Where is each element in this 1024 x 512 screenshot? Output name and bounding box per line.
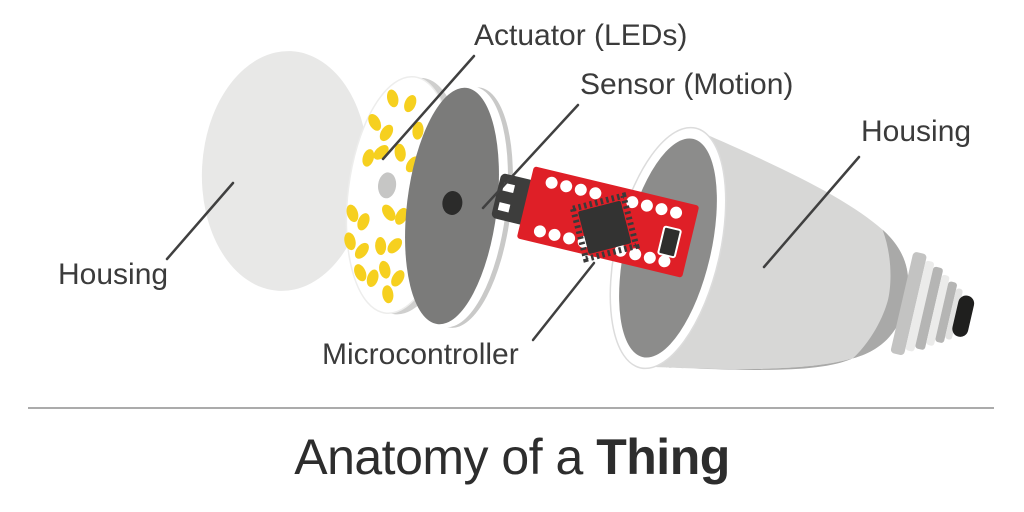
led-disc-center-hole — [378, 172, 397, 199]
led-dot — [404, 94, 417, 113]
diffuser-dome — [201, 51, 369, 291]
led-dot — [391, 270, 405, 287]
led-dot — [394, 143, 406, 162]
sensor-disc — [405, 86, 513, 328]
label-actuator: Actuator (LEDs) — [474, 19, 688, 52]
page-title: Anatomy of a Thing — [0, 430, 1024, 485]
led-dot — [379, 124, 394, 142]
led-dot — [368, 114, 382, 131]
led-dot — [395, 207, 408, 225]
led-dot — [386, 89, 399, 108]
microcontroller-board — [491, 166, 699, 278]
led-dot — [354, 242, 369, 259]
leader-housing-left — [165, 181, 235, 261]
motion-sensor-dot — [442, 191, 463, 215]
led-dot — [357, 213, 370, 231]
title-regular: Anatomy of a — [294, 429, 597, 485]
bulb-housing — [609, 126, 975, 370]
label-housing-left: Housing — [58, 258, 169, 291]
label-housing-right: Housing — [861, 115, 972, 148]
led-dot — [354, 264, 367, 282]
base-contact-tip — [952, 295, 975, 337]
leader-microcontroller — [531, 261, 596, 342]
led-dot — [362, 149, 375, 167]
bulb-shade-right — [852, 229, 909, 359]
leader-housing-right — [762, 155, 861, 269]
label-microcontroller: Microcontroller — [322, 338, 519, 371]
cpu-chip — [569, 192, 640, 263]
label-sensor: Sensor (Motion) — [580, 68, 794, 101]
led-dot — [346, 204, 359, 223]
title-bold: Thing — [596, 429, 730, 485]
screw-base — [890, 252, 975, 356]
led-dot — [382, 204, 396, 221]
bulb-shade-bottom — [642, 358, 853, 370]
leader-lines — [165, 54, 861, 342]
leader-actuator — [381, 54, 476, 161]
leader-sensor — [481, 103, 580, 210]
led-dot — [387, 238, 403, 254]
led-dot — [412, 121, 424, 140]
led-dot — [366, 269, 379, 288]
divider-line — [28, 407, 994, 409]
led-dot — [382, 285, 394, 304]
led-dot — [379, 260, 391, 279]
led-dot — [344, 232, 356, 251]
smd-component — [657, 225, 682, 259]
led-dot — [375, 237, 387, 256]
